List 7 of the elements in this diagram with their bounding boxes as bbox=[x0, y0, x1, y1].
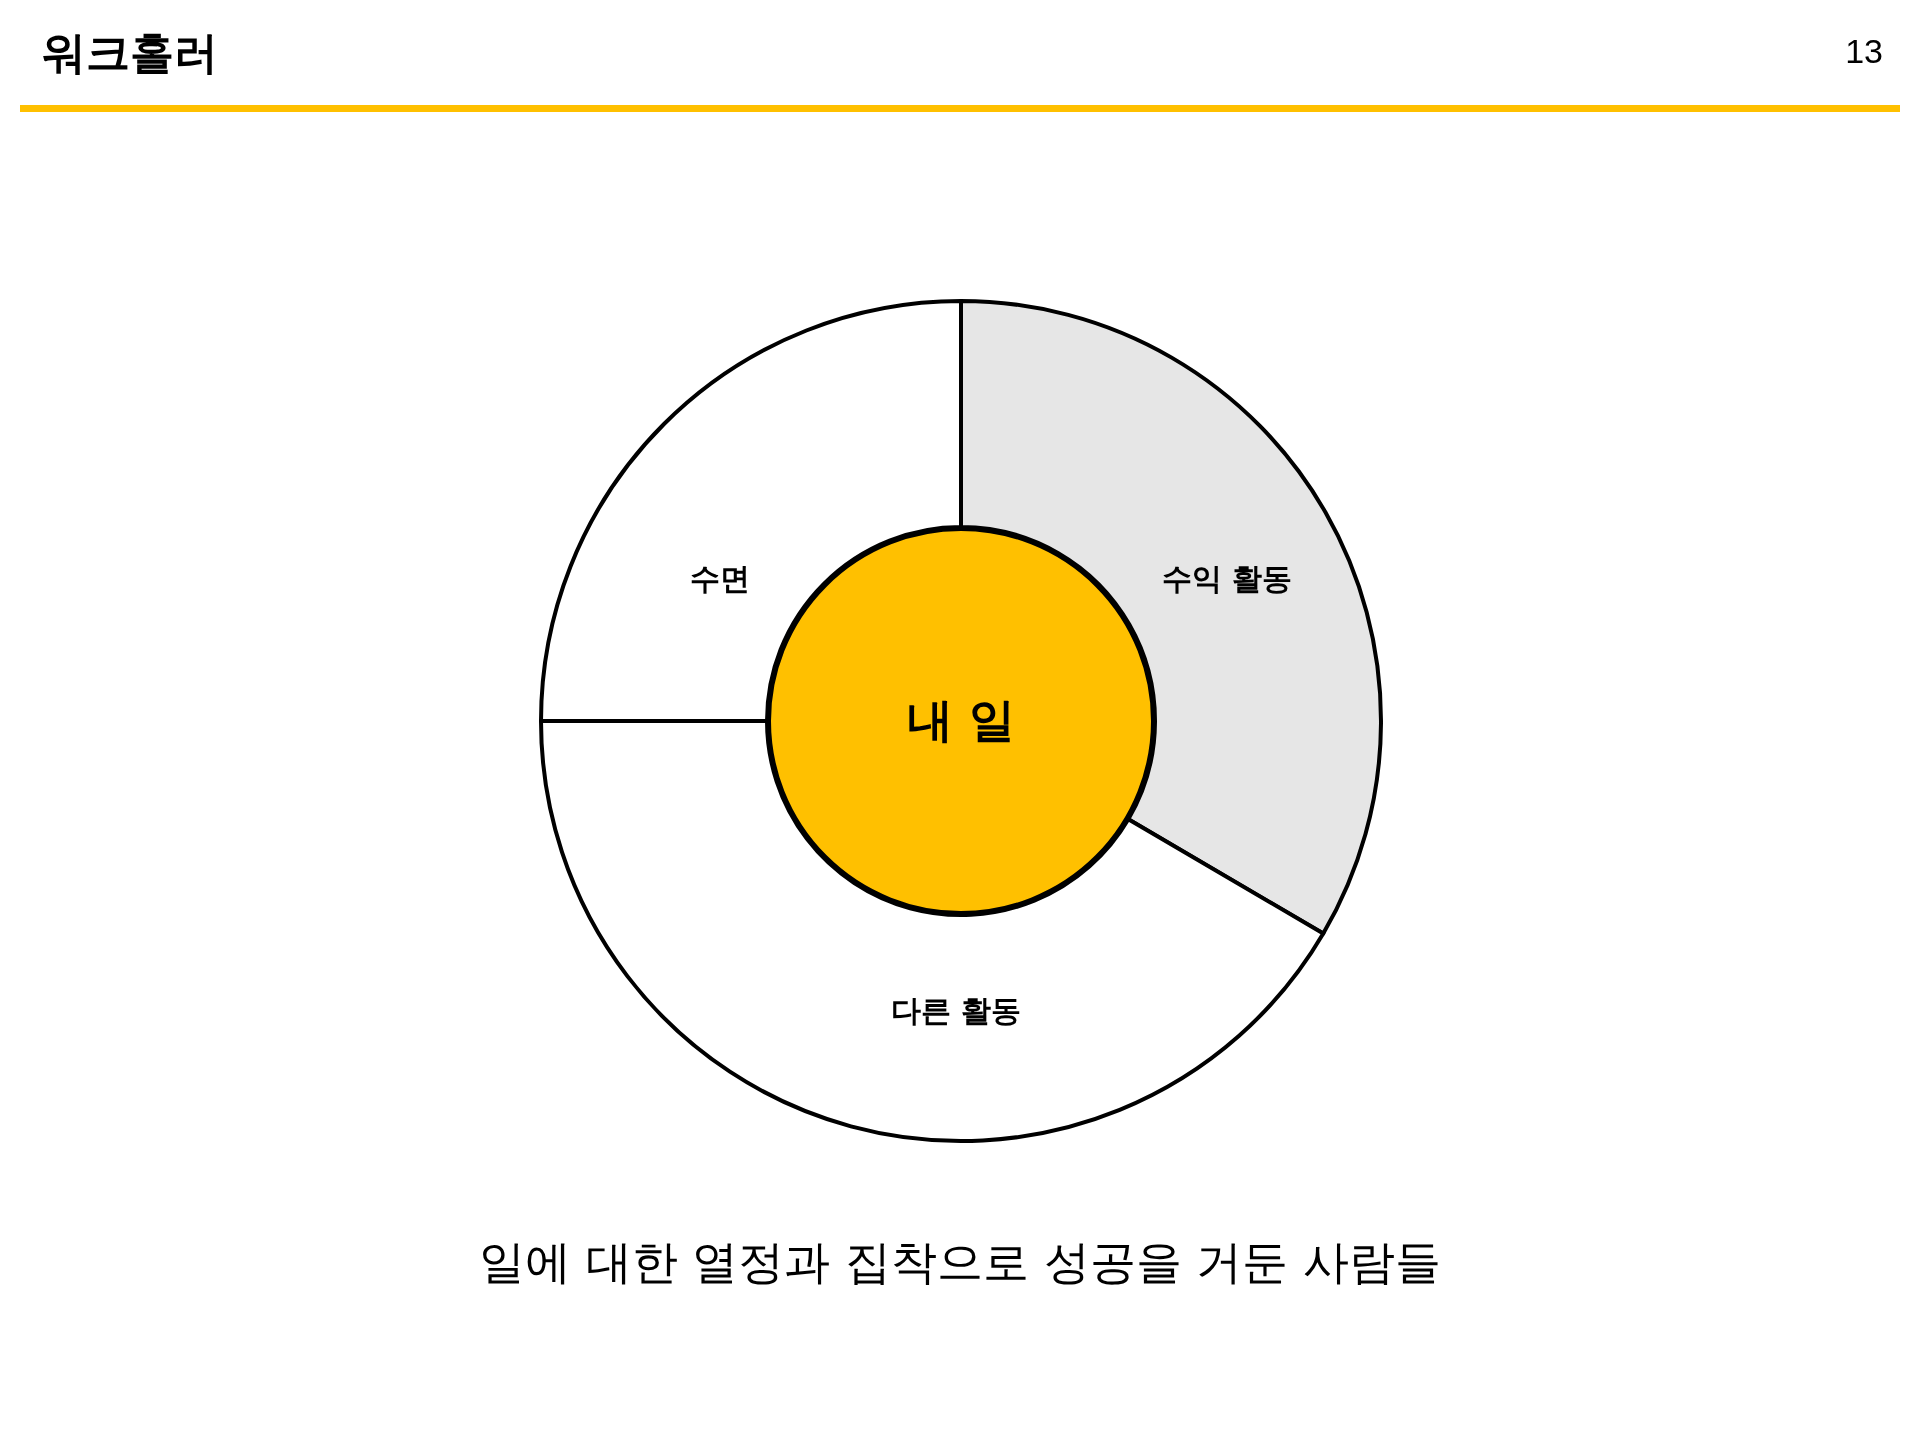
page-title: 워크홀러 bbox=[42, 26, 218, 80]
segment-label: 수면 bbox=[690, 559, 750, 598]
circle-label: 내 일 bbox=[907, 692, 1015, 749]
segment-label: 다른 활동 bbox=[890, 991, 1022, 1030]
segment-label: 수익 활동 bbox=[1161, 559, 1293, 598]
page-number: 13 bbox=[1845, 32, 1883, 71]
caption: 일에 대한 열정과 집착으로 성공을 거둔 사람들 bbox=[478, 1234, 1442, 1291]
